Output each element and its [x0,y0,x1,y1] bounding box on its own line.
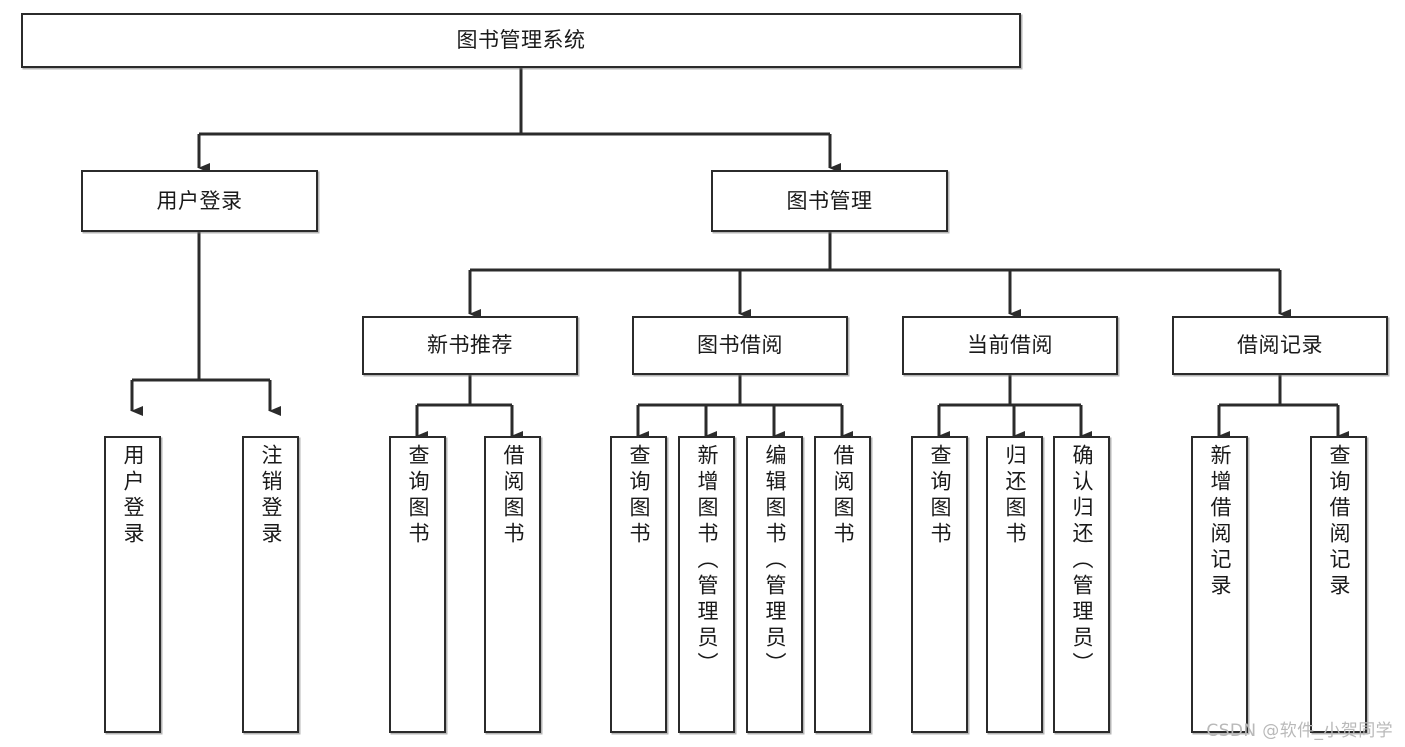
node-leaf-edit-book-label: 编辑图书（管理员） [763,444,787,678]
node-new-book-recommend[interactable]: 新书推荐 [362,316,578,375]
node-book-borrow[interactable]: 图书借阅 [632,316,848,375]
node-leaf-user-login-label: 用户登录 [121,444,145,548]
node-leaf-borrow-book-2[interactable]: 借阅图书 [814,436,871,733]
node-root[interactable]: 图书管理系统 [21,13,1021,68]
node-leaf-add-book-label: 新增图书（管理员） [695,444,719,678]
node-root-label: 图书管理系统 [456,28,586,53]
node-leaf-borrow-book-1-label: 借阅图书 [501,444,525,548]
node-leaf-query-book-3[interactable]: 查询图书 [911,436,968,733]
node-leaf-confirm-return-label: 确认归还（管理员） [1070,444,1094,678]
node-leaf-add-book[interactable]: 新增图书（管理员） [678,436,735,733]
node-leaf-query-book-3-label: 查询图书 [928,444,952,548]
node-book-manage[interactable]: 图书管理 [711,170,948,232]
node-leaf-edit-book[interactable]: 编辑图书（管理员） [746,436,803,733]
node-new-book-recommend-label: 新书推荐 [427,333,513,358]
node-leaf-query-record[interactable]: 查询借阅记录 [1310,436,1367,733]
node-leaf-query-book-1-label: 查询图书 [406,444,430,548]
node-leaf-query-record-label: 查询借阅记录 [1327,444,1351,600]
node-current-borrow[interactable]: 当前借阅 [902,316,1118,375]
node-leaf-query-book-1[interactable]: 查询图书 [389,436,446,733]
node-leaf-query-book-2-label: 查询图书 [627,444,651,548]
node-leaf-logout-label: 注销登录 [259,444,283,548]
node-leaf-borrow-book-2-label: 借阅图书 [831,444,855,548]
node-leaf-logout[interactable]: 注销登录 [242,436,299,733]
node-borrow-record-label: 借阅记录 [1237,333,1323,358]
node-leaf-return-book[interactable]: 归还图书 [986,436,1043,733]
node-leaf-query-book-2[interactable]: 查询图书 [610,436,667,733]
node-user-login-label: 用户登录 [156,188,243,213]
node-leaf-user-login[interactable]: 用户登录 [104,436,161,733]
node-current-borrow-label: 当前借阅 [967,333,1053,358]
node-leaf-add-record-label: 新增借阅记录 [1208,444,1232,600]
node-book-borrow-label: 图书借阅 [697,333,783,358]
node-leaf-confirm-return[interactable]: 确认归还（管理员） [1053,436,1110,733]
node-book-manage-label: 图书管理 [786,188,873,213]
node-leaf-add-record[interactable]: 新增借阅记录 [1191,436,1248,733]
node-borrow-record[interactable]: 借阅记录 [1172,316,1388,375]
node-user-login[interactable]: 用户登录 [81,170,318,232]
node-leaf-borrow-book-1[interactable]: 借阅图书 [484,436,541,733]
node-leaf-return-book-label: 归还图书 [1003,444,1027,548]
